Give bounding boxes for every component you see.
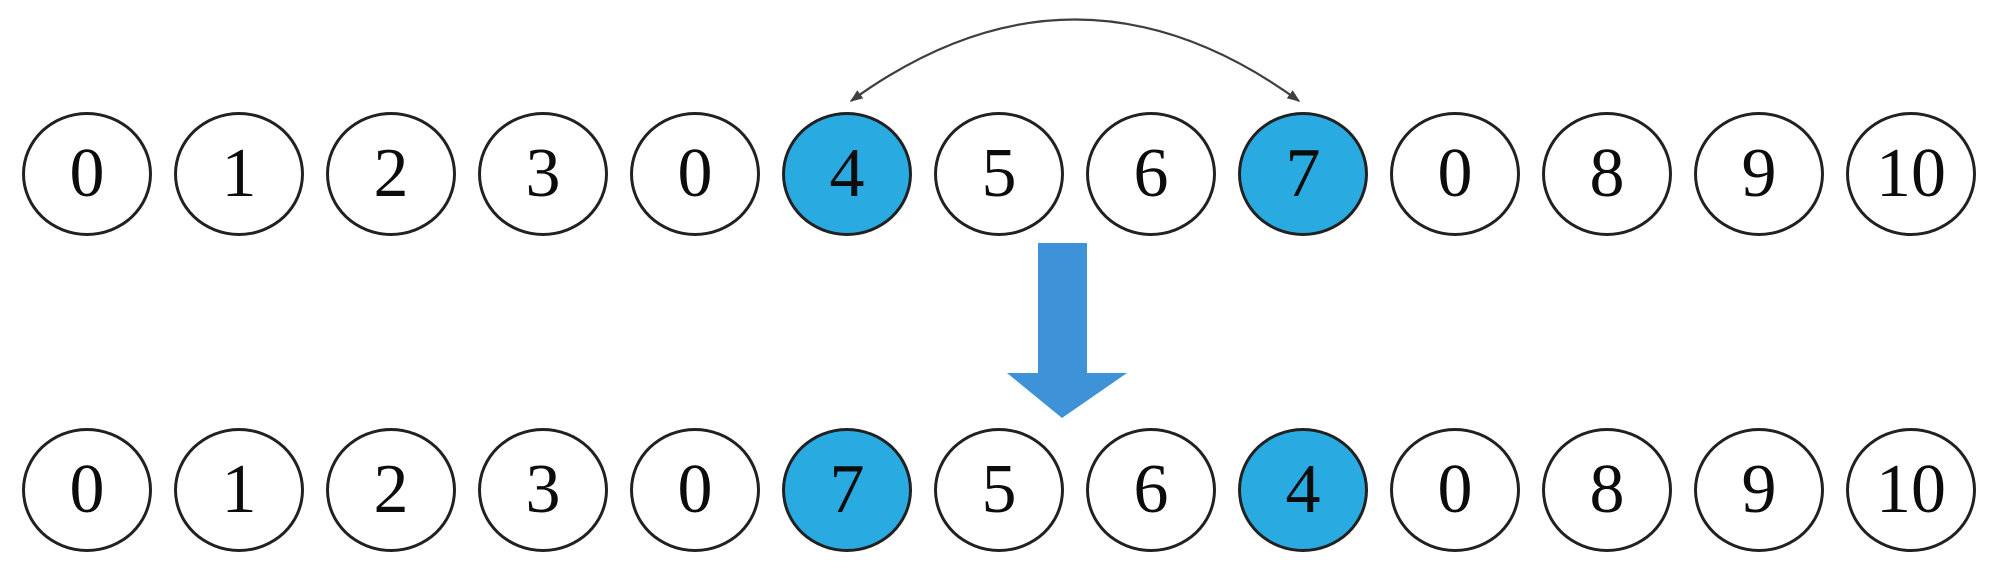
array-cell-before-3: 3 (478, 112, 608, 236)
swap-arc-arrow-icon (849, 18, 1301, 102)
array-cell-after-9: 0 (1390, 428, 1520, 552)
array-cell-before-11: 9 (1694, 112, 1824, 236)
array-cell-after-5: 7 (782, 428, 912, 552)
array-cell-before-7: 6 (1086, 112, 1216, 236)
array-cell-before-8: 7 (1238, 112, 1368, 236)
array-cell-after-1: 1 (174, 428, 304, 552)
array-cell-after-6: 5 (934, 428, 1064, 552)
array-cell-before-5: 4 (782, 112, 912, 236)
array-cell-before-10: 8 (1542, 112, 1672, 236)
array-cell-after-8: 4 (1238, 428, 1368, 552)
array-cell-before-12: 10 (1846, 112, 1976, 236)
array-cell-before-6: 5 (934, 112, 1064, 236)
array-cell-after-2: 2 (326, 428, 456, 552)
array-cell-before-4: 0 (630, 112, 760, 236)
array-cell-after-3: 3 (478, 428, 608, 552)
array-cell-before-9: 0 (1390, 112, 1520, 236)
array-cell-after-7: 6 (1086, 428, 1216, 552)
transform-down-arrow-icon (1007, 243, 1127, 418)
array-cell-after-11: 9 (1694, 428, 1824, 552)
array-cell-after-12: 10 (1846, 428, 1976, 552)
array-cell-before-2: 2 (326, 112, 456, 236)
array-cell-after-4: 0 (630, 428, 760, 552)
array-cell-before-1: 1 (174, 112, 304, 236)
array-cell-after-10: 8 (1542, 428, 1672, 552)
array-cell-before-0: 0 (22, 112, 152, 236)
array-cell-after-0: 0 (22, 428, 152, 552)
